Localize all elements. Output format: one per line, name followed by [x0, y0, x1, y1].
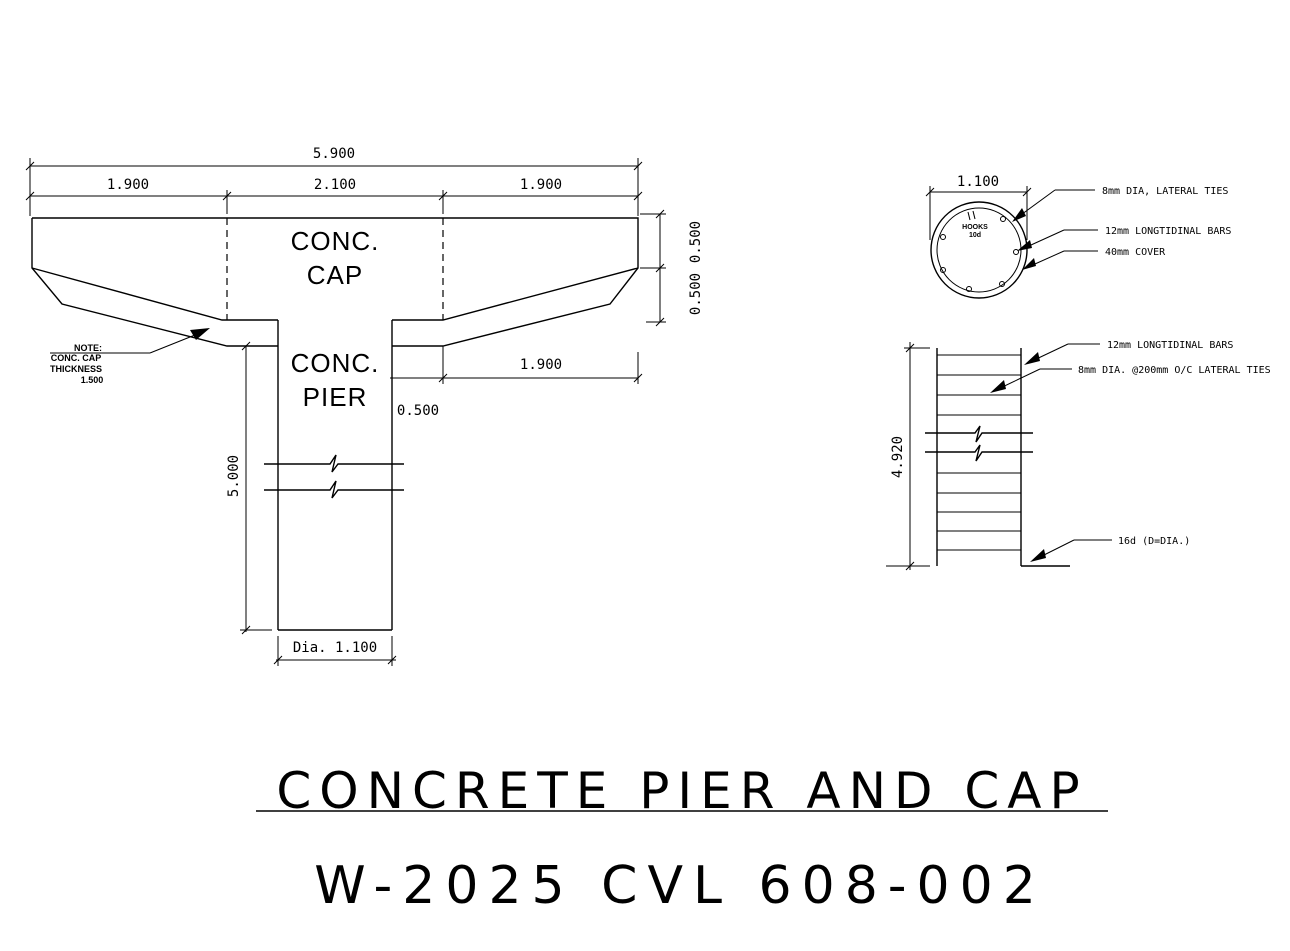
- note-line1: CONC. CAP: [51, 353, 102, 363]
- rebar-dot: [940, 267, 946, 273]
- rebar-dot: [999, 281, 1005, 287]
- callout-section-bars: 12mm LONGTIDINAL BARS: [1105, 226, 1231, 237]
- dim-tick: [438, 373, 448, 383]
- dim-cap-bottom-depth: 0.500: [688, 273, 704, 315]
- dim-tick: [925, 187, 935, 197]
- hooks-label: HOOKS: [962, 224, 988, 231]
- dim-tick: [905, 343, 915, 353]
- dim-tick: [25, 161, 35, 171]
- dim-pier-offset: 0.500: [397, 403, 439, 419]
- section-tie-circle: [936, 207, 1022, 293]
- callout-reinf-ties: 8mm DIA. @200mm O/C LATERAL TIES: [1078, 365, 1271, 376]
- dim-tick: [633, 161, 643, 171]
- pier-cross-section: 1.100 HOOKS 10d 8mm DIA, LATERAL TIES 12…: [925, 174, 1231, 299]
- arrow-bars: [1017, 240, 1032, 251]
- section-outer-circle: [930, 201, 1028, 299]
- cap-elevation: 5.900 1.900 2.100 1.900 CONC. CAP 0.500 …: [25, 146, 704, 385]
- dim-tick: [655, 317, 665, 327]
- cap-label-line1: CONC.: [291, 226, 380, 256]
- dim-tick: [222, 191, 232, 201]
- callout-reinf-hook: 16d (D=DIA.): [1118, 536, 1190, 547]
- dim-left-width: 1.900: [107, 177, 149, 193]
- dim-tick: [655, 209, 665, 219]
- arrow-ties: [1012, 208, 1026, 222]
- hooks-value: 10d: [969, 232, 981, 239]
- break-line-top: [264, 454, 404, 473]
- dim-tick: [25, 191, 35, 201]
- note-title: NOTE:: [74, 343, 102, 353]
- dim-overall-width: 5.900: [313, 146, 355, 162]
- callout-section-ties: 8mm DIA, LATERAL TIES: [1102, 186, 1228, 197]
- callout-reinf-bars: 12mm LONGTIDINAL BARS: [1107, 340, 1233, 351]
- dim-tick: [241, 341, 251, 351]
- arrow-lateral-ties: [990, 380, 1006, 393]
- dim-tick: [1022, 187, 1032, 197]
- hook-mark: [972, 210, 976, 220]
- lateral-ties: [937, 354, 1021, 551]
- note-value: 1.500: [81, 375, 104, 385]
- dim-tick: [241, 625, 251, 635]
- dim-pier-height: 5.000: [226, 455, 242, 497]
- dim-cap-top-depth: 0.500: [688, 221, 704, 263]
- dim-tick: [438, 191, 448, 201]
- callout-section-cover: 40mm COVER: [1105, 247, 1166, 258]
- hook-mark: [967, 211, 971, 221]
- reinforcement-elevation: 4.920 12mm LONGTIDINAL BARS 8mm DIA. @20…: [886, 340, 1271, 571]
- dim-pier-diameter: Dia. 1.100: [293, 640, 377, 656]
- dim-tick: [905, 561, 915, 571]
- dim-tick: [633, 373, 643, 383]
- break-line-bottom: [925, 444, 1033, 462]
- note-line2: THICKNESS: [50, 364, 102, 374]
- rebar-dot: [966, 286, 972, 292]
- note-arrow: [190, 328, 210, 340]
- dim-section-diameter: 1.100: [957, 174, 999, 190]
- dim-tick: [273, 655, 283, 665]
- break-line-bottom: [264, 480, 404, 499]
- arrow-hook: [1030, 549, 1046, 562]
- rebar-dot: [940, 234, 946, 240]
- arrow-cover: [1022, 258, 1036, 270]
- break-line-top: [925, 425, 1033, 443]
- dim-tick: [633, 191, 643, 201]
- title-block: CONCRETE PIER AND CAP W-2025 CVL 608-002: [256, 762, 1108, 916]
- dim-tick: [387, 655, 397, 665]
- cap-label-line2: CAP: [307, 260, 363, 290]
- rebar-dot: [1013, 249, 1019, 255]
- arrow-long-bars: [1024, 352, 1040, 365]
- dim-tick: [655, 263, 665, 273]
- pier-label-line2: PIER: [303, 382, 368, 412]
- dim-reinf-height: 4.920: [890, 436, 906, 478]
- dim-right-width: 1.900: [520, 177, 562, 193]
- dim-center-width: 2.100: [314, 177, 356, 193]
- pier-label-line1: CONC.: [291, 348, 380, 378]
- pier-elevation: CONC. PIER 0.500 1.900 5.000 Dia. 1.100: [226, 320, 643, 666]
- drawing-number: W-2025 CVL 608-002: [314, 856, 1046, 916]
- dim-lower-right-width: 1.900: [520, 357, 562, 373]
- rebar-dot: [1000, 216, 1006, 222]
